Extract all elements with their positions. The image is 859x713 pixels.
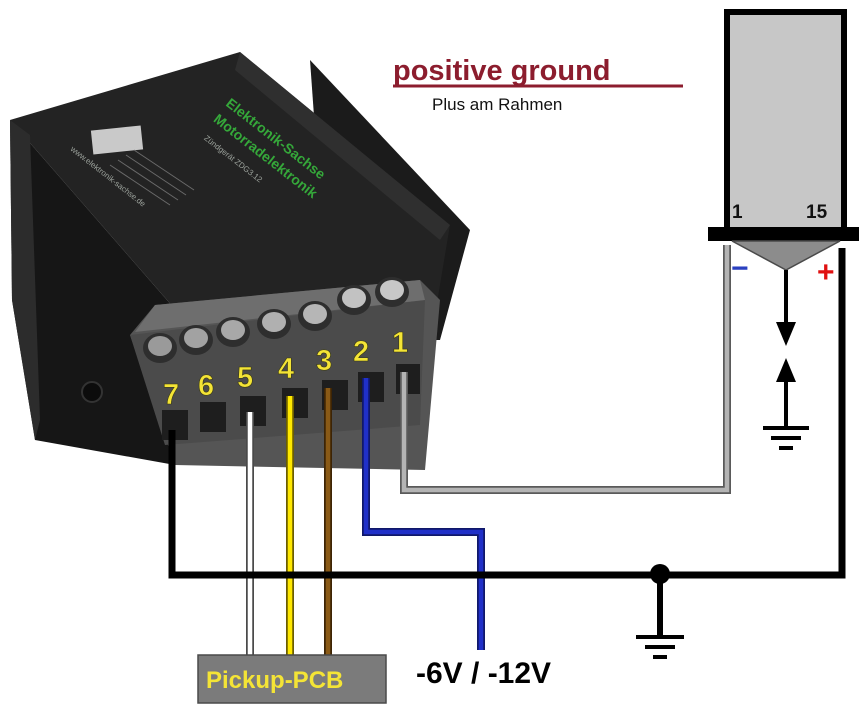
ignition-module: Elektronik-Sachse Motorradelektronik Zün… [10, 52, 470, 465]
ground-symbol-bottom [636, 635, 684, 659]
pickup-pcb: Pickup-PCB [197, 654, 387, 704]
wires [168, 245, 846, 656]
module-pinout-legend [109, 149, 195, 206]
coil-plus-sign: + [817, 256, 835, 289]
terminal-label-4: 4 [278, 353, 294, 385]
voltage-label: -6V / -12V [416, 657, 551, 690]
mounting-hole [81, 381, 103, 403]
coil-terminal-15-label: 15 [806, 202, 828, 223]
title-group: positive ground Plus am Rahmen [393, 55, 683, 114]
coil-base-plate [708, 227, 859, 241]
wire-blue [363, 378, 484, 650]
terminal-numbers: 7 6 5 4 3 2 1 [163, 327, 409, 412]
wire-black-ground [168, 248, 846, 579]
wire-grey [401, 245, 730, 493]
diagram-title: positive ground [393, 55, 611, 87]
ground-symbol-coil [763, 426, 809, 450]
pickup-pcb-label: Pickup-PCB [206, 667, 343, 694]
spark-gap-upper-arrow [776, 322, 796, 346]
terminal-label-3: 3 [316, 345, 332, 377]
terminal-label-2: 2 [353, 336, 369, 368]
terminal-label-1: 1 [392, 327, 408, 359]
ignition-coil: 1 15 − + [708, 9, 859, 450]
terminal-block: 7 6 5 4 3 2 1 [130, 277, 440, 470]
coil-funnel [731, 240, 841, 271]
terminal-label-6: 6 [198, 370, 214, 402]
pickup-pcb-box [197, 654, 387, 704]
terminal-label-5: 5 [237, 362, 253, 394]
spark-gap-lower-arrow [776, 358, 796, 382]
coil-terminal-1-label: 1 [732, 202, 743, 223]
terminal-label-7: 7 [163, 379, 179, 411]
coil-minus-sign: − [731, 252, 749, 285]
terminal-screws [143, 277, 409, 363]
coil-body [724, 9, 847, 233]
ground-junction-dot [650, 564, 670, 584]
module-sticker [90, 125, 144, 155]
diagram-subtitle: Plus am Rahmen [432, 95, 562, 114]
